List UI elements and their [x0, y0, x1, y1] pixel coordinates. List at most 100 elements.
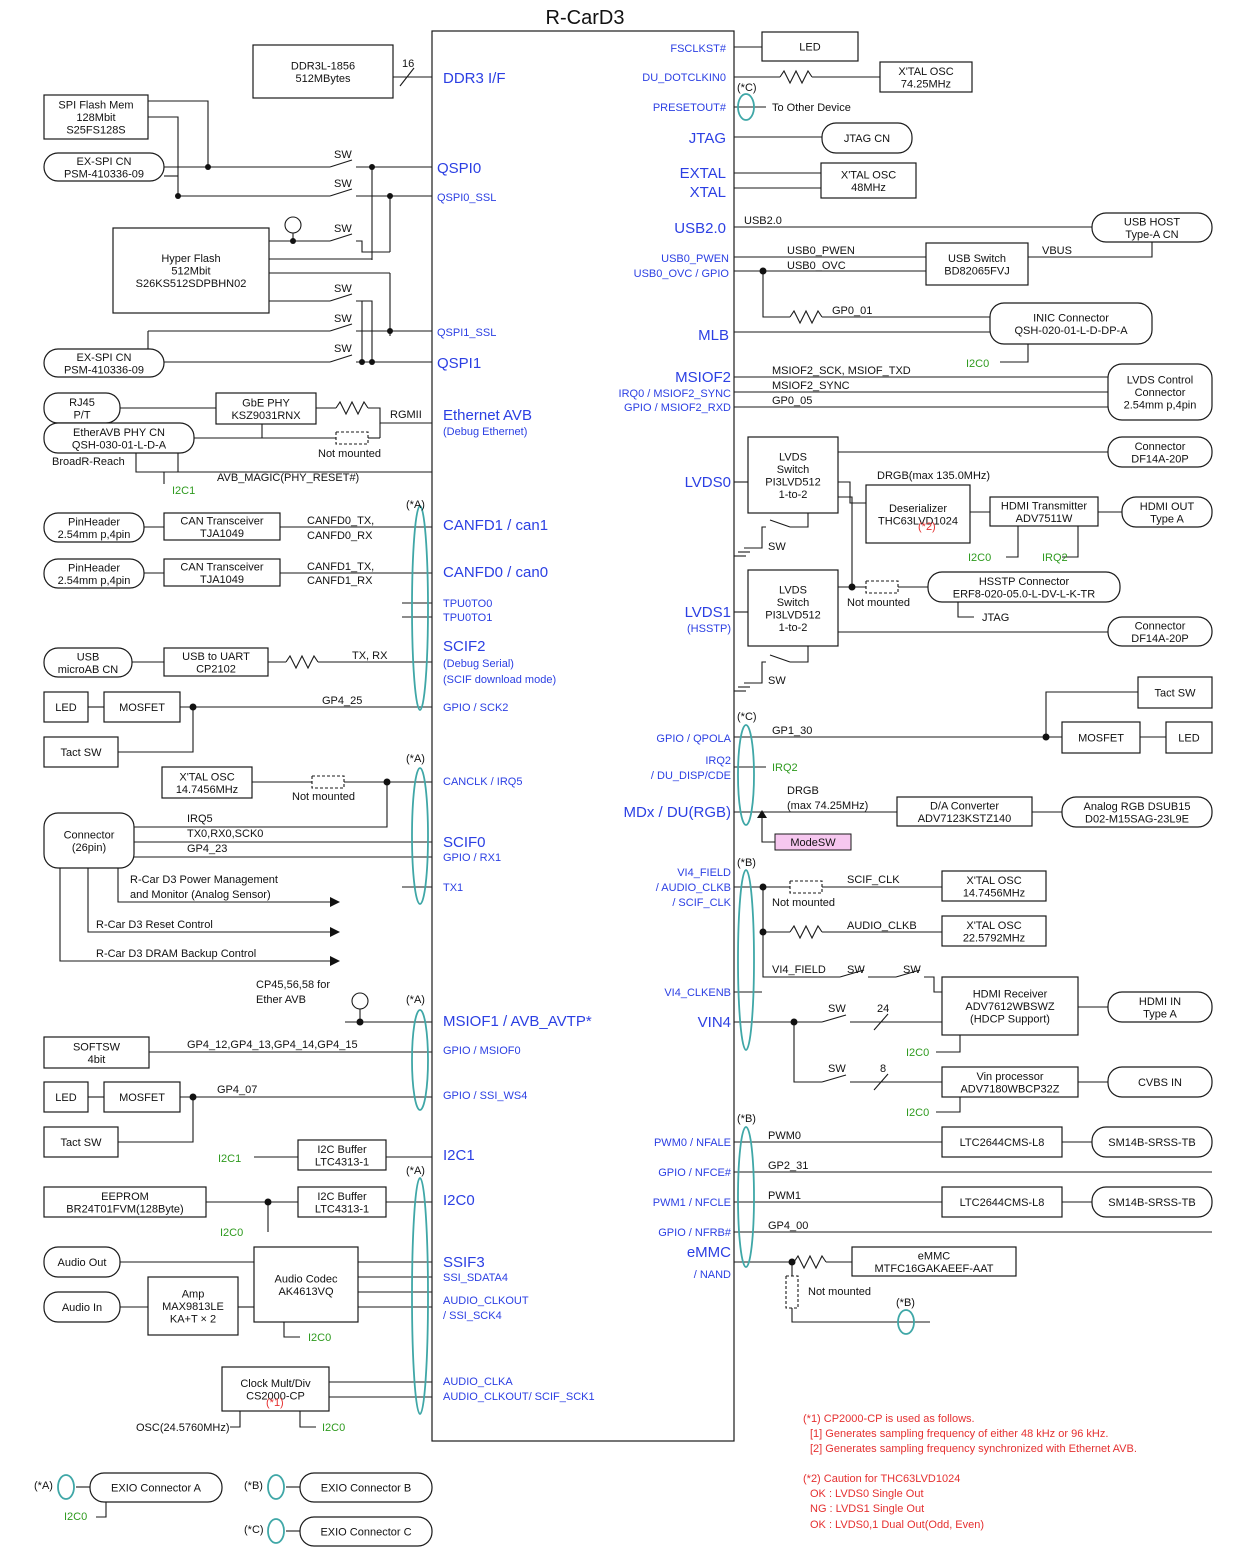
box-outline	[989, 496, 1099, 527]
pin-label: AUDIO_CLKOUT/ SCIF_SCK1	[443, 1391, 595, 1403]
box-label: X'TAL OSC	[966, 920, 1021, 932]
net-label: GP4_12,GP4_13,GP4_14,GP4_15	[187, 1039, 358, 1051]
connector-outline	[43, 1291, 121, 1323]
box-label: eMMC	[918, 1250, 950, 1262]
box-label: microAB CN	[58, 664, 119, 676]
net-label: SW	[768, 675, 786, 687]
pin-label: EXTAL	[680, 165, 726, 182]
connector-outline	[1107, 616, 1213, 647]
pin-label: GPIO / MSIOF2_RXD	[624, 402, 731, 414]
pin-label: CANFD1 / can1	[443, 517, 548, 534]
box-label: HDMI IN	[1139, 996, 1181, 1008]
box-label: X'TAL OSC	[966, 875, 1021, 887]
net-label: I2C0	[322, 1422, 345, 1434]
net-label: I2C1	[218, 1153, 241, 1165]
component-box: LTC2644CMS-L8	[941, 1126, 1063, 1158]
box-label: S26KS512SDPBHN02	[136, 278, 247, 290]
net-label: (*B)	[896, 1297, 915, 1309]
net-label: (max 74.25MHz)	[787, 800, 868, 812]
box-outline	[103, 1081, 181, 1113]
connector-outline	[1121, 496, 1213, 528]
connector-outline	[43, 558, 145, 589]
box-outline	[147, 1276, 239, 1336]
connector-outline	[1107, 991, 1213, 1023]
connector-outline	[43, 647, 133, 678]
box-label: EXIO Connector B	[321, 1483, 412, 1495]
box-label: DF14A-20P	[1131, 453, 1188, 465]
box-label: Clock Mult/Div	[240, 1378, 311, 1390]
box-label: PinHeader	[68, 516, 120, 528]
connector: CVBS IN	[1107, 1066, 1213, 1098]
connector: SM14B-SRSS-TB	[1091, 1186, 1213, 1218]
box-label: LVDS	[779, 451, 807, 463]
box-outline	[43, 736, 119, 768]
box-label: JTAG CN	[844, 133, 890, 145]
box-label: Tact SW	[61, 1137, 103, 1149]
net-label: (*C)	[737, 711, 757, 723]
net-label: OSC(24.5760MHz)	[136, 1422, 230, 1434]
box-label: AK4613VQ	[278, 1286, 333, 1298]
connector-outline	[43, 422, 195, 454]
box-label: LVDS Control	[1127, 375, 1193, 387]
box-label: LTC2644CMS-L8	[960, 1197, 1045, 1209]
connector: Connector(26pin)	[43, 812, 135, 869]
box-outline	[163, 558, 281, 587]
box-label: Connector	[1135, 620, 1186, 632]
connector: JTAG CN	[821, 122, 913, 154]
box-label: RJ45	[69, 397, 95, 409]
box-label: PinHeader	[68, 562, 120, 574]
pin-label: USB0_PWEN	[661, 253, 729, 265]
box-outline	[941, 1126, 1063, 1158]
pin-label: CANCLK / IRQ5	[443, 776, 522, 788]
box-outline	[161, 766, 253, 799]
box-label: EXIO Connector A	[111, 1483, 202, 1495]
box-label: Audio Out	[58, 1257, 107, 1269]
modesw-label: ModeSW	[790, 837, 836, 849]
net-label: PWM0	[768, 1130, 801, 1142]
box-outline	[253, 1246, 359, 1323]
net-label: SW	[334, 343, 352, 355]
footnote-line: OK : LVDS0,1 Dual Out(Odd, Even)	[810, 1519, 984, 1531]
connector: Audio In	[43, 1291, 121, 1323]
box-label: PI3LVD512	[765, 609, 820, 621]
box-label: QSH-030-01-L-D-A	[72, 439, 167, 451]
component-box: Tact SW	[43, 736, 119, 768]
net-label: (*A)	[406, 499, 425, 511]
pin-label: (HSSTP)	[687, 623, 731, 635]
box-label: X'TAL OSC	[179, 771, 234, 783]
box-label: CAN Transceiver	[180, 515, 263, 527]
net-label: SW	[828, 1003, 846, 1015]
component-box: MOSFET	[103, 691, 181, 723]
box-label: Deserializer	[889, 503, 947, 515]
box-label: 48MHz	[851, 182, 886, 194]
box-label: SPI Flash Mem	[58, 100, 133, 112]
pin-label: (SCIF download mode)	[443, 674, 556, 686]
box-outline	[761, 31, 859, 62]
box-outline	[925, 242, 1029, 286]
box-label: LED	[55, 702, 76, 714]
box-outline	[879, 61, 973, 93]
pins-right: FSCLKST#DU_DOTCLKIN0PRESETOUT#JTAGEXTALX…	[619, 43, 732, 1281]
component-box: Tact SW	[1137, 676, 1213, 709]
box-label: INIC Connector	[1033, 312, 1109, 324]
box-label: LED	[799, 42, 820, 54]
net-label: R-Car D3 Power Management	[130, 874, 278, 886]
box-label: (26pin)	[72, 842, 106, 854]
